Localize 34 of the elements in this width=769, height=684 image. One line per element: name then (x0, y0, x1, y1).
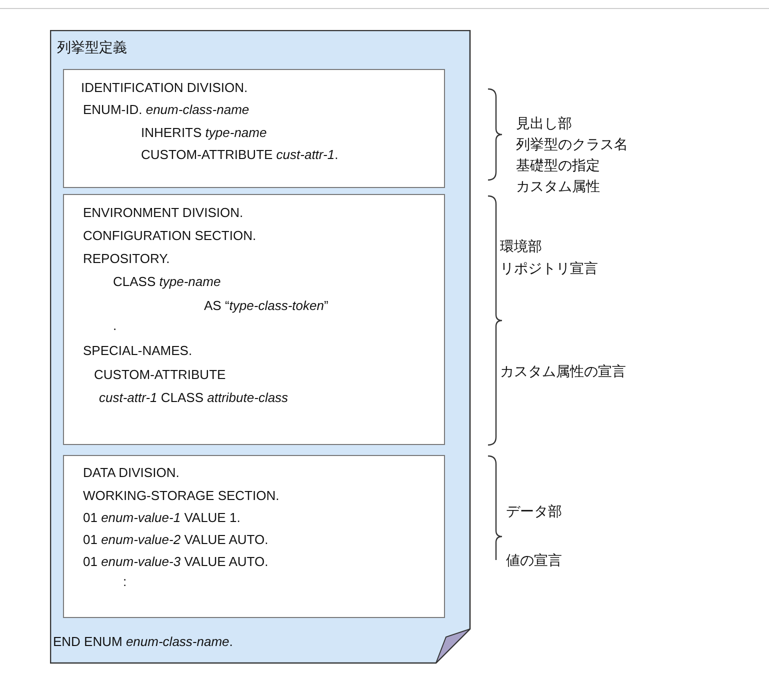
code-line: WORKING-STORAGE SECTION. (83, 488, 280, 504)
annotation-text: カスタム属性の宣言 (500, 362, 626, 380)
code-line: CLASS type-name (113, 274, 221, 290)
code-line: 01 enum-value-3 VALUE AUTO. (83, 554, 268, 570)
code-box (63, 455, 445, 618)
code-line: REPOSITORY. (83, 251, 170, 267)
code-line: DATA DIVISION. (83, 465, 180, 481)
code-line: CONFIGURATION SECTION. (83, 228, 256, 244)
code-line: cust-attr-1 CLASS attribute-class (99, 390, 288, 406)
code-line: AS “type-class-token” (204, 298, 328, 314)
code-line: 01 enum-value-2 VALUE AUTO. (83, 532, 268, 548)
code-line: INHERITS type-name (141, 125, 267, 141)
code-line: END ENUM enum-class-name. (53, 634, 233, 650)
annotation-text: 見出し部 (516, 114, 572, 132)
annotation-text: データ部 (506, 502, 562, 520)
code-line: SPECIAL-NAMES. (83, 343, 192, 359)
code-box (63, 194, 445, 445)
annotation-text: カスタム属性 (516, 177, 600, 195)
annotation-text: 列挙型のクラス名 (516, 135, 628, 153)
code-line: . (113, 318, 117, 334)
document-panel (50, 30, 471, 664)
panel-title: 列挙型定義 (57, 39, 127, 55)
annotation-text: 基礎型の指定 (516, 156, 600, 174)
code-box (63, 69, 445, 188)
code-line: CUSTOM-ATTRIBUTE cust-attr-1. (141, 147, 338, 163)
code-line: : (123, 574, 127, 590)
annotation-text: 環境部 (500, 237, 542, 255)
code-line: CUSTOM-ATTRIBUTE (94, 367, 226, 383)
annotation-text: リポジトリ宣言 (500, 259, 598, 277)
code-line: ENUM-ID. enum-class-name (83, 102, 250, 118)
annotation-text: 値の宣言 (506, 551, 562, 569)
code-line: ENVIRONMENT DIVISION. (83, 205, 244, 221)
code-line: IDENTIFICATION DIVISION. (81, 80, 248, 96)
code-line: 01 enum-value-1 VALUE 1. (83, 510, 240, 526)
